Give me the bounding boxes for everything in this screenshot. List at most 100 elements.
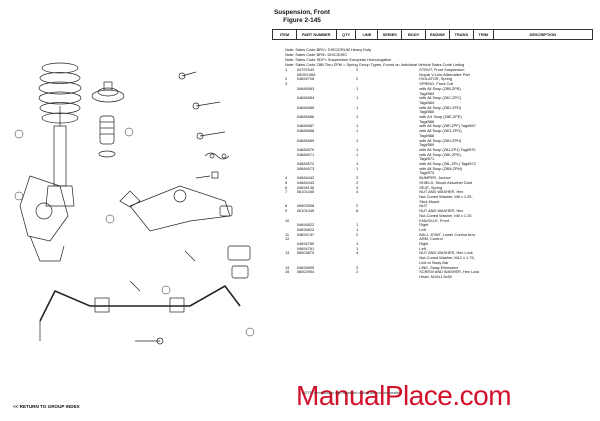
row-qty: 1 <box>356 161 359 167</box>
row-item: 5 <box>285 179 288 185</box>
row-qty: 2 <box>356 67 359 72</box>
note-line: Note: Sales Code SDP= Suspension Europea… <box>285 57 392 62</box>
table-row: Tag#573 <box>285 171 595 176</box>
col-engine: ENGINE <box>426 30 450 39</box>
row-description: Tag#569 <box>419 142 435 148</box>
row-qty: 1 <box>356 104 359 110</box>
table-row: Tag#571 <box>285 157 595 162</box>
row-description: Strut Mount <box>419 198 440 204</box>
row-description: Nut-Coned Washer, M12 x 1.75, <box>419 255 475 261</box>
row-qty: 2 <box>356 179 359 185</box>
row-description: KNUCKLE, Front <box>419 217 449 223</box>
row-description: with All Susp (Z8K,ZPK) <box>419 151 461 157</box>
row-part-number: 04684442 <box>296 175 315 181</box>
row-qty: 1 <box>356 137 359 143</box>
row-qty: 2 <box>356 231 359 237</box>
col-body: BODY <box>402 30 427 39</box>
suspension-diagram <box>14 62 255 345</box>
row-part-number: 04694822 <box>296 222 315 228</box>
row-description: with All Susp (Z8J,ZPJ) Tag#570 <box>419 146 476 152</box>
page-header: Suspension, Front Figure 2-145 <box>272 9 332 25</box>
return-to-group-index-link[interactable]: << RETURN TO GROUP INDEX <box>13 404 80 409</box>
row-description: NUT AND WASHER, Hex <box>419 208 464 214</box>
figure-number: Figure 2-145 <box>283 17 321 24</box>
row-description: Tag#566 <box>419 118 435 124</box>
row-description: Tag#564 <box>419 99 435 105</box>
bolt-group <box>129 250 196 345</box>
row-description: Link to Sway Bar <box>419 259 449 265</box>
table-row: Tag#563 <box>285 91 595 97</box>
note-line: Note: Sales Code BRV= DISC/DRUM Heavy Du… <box>285 47 372 52</box>
row-part-number: 06502954 <box>296 269 315 275</box>
row-part-number: 06503870 <box>296 250 315 256</box>
row-description: with All Susp (Z8B,ZPB) <box>419 85 461 91</box>
col-qty: QTY <box>337 30 357 39</box>
jounce-bumper <box>98 115 116 158</box>
row-item: 6 <box>285 184 288 190</box>
row-description: NUT AND WASHER, Hex <box>419 189 464 195</box>
strut-mount <box>91 81 125 103</box>
page-title: Suspension, Front <box>273 9 331 16</box>
row-part-number: 04684566 <box>296 114 315 120</box>
row-description: with All Susp (Z8F,ZPF) Tag#567 <box>419 123 476 129</box>
row-item: 13 <box>285 250 290 256</box>
row-qty: 1 <box>356 128 359 134</box>
note-line: Note: Sales Code BR9= DISC/DISC <box>285 52 348 57</box>
row-description: Tag#571 <box>419 156 435 162</box>
knuckle <box>19 175 69 262</box>
row-qty: 1 <box>356 123 359 129</box>
table-row: Tag#564 <box>285 99 595 106</box>
sales-code-notes: Note: Sales Code BRV= DISC/DRUM Heavy Du… <box>285 47 464 67</box>
note-line: Note: Sales Code Z8B Thru ZPM = Spring G… <box>285 62 465 67</box>
row-part-number: 05GE1964 <box>296 71 316 77</box>
row-description: Nut-Coned Washer, M8 x 1.25 <box>419 212 472 218</box>
row-item: 2 <box>285 76 288 82</box>
row-qty: 2 <box>356 203 359 209</box>
sway-bar <box>39 284 241 341</box>
row-qty: 1 <box>356 85 359 91</box>
col-description: DESCRIPTION <box>529 32 557 37</box>
row-qty: 2 <box>356 269 359 275</box>
row-qty: 2 <box>356 264 359 270</box>
footnote: NOTE: Items shown with a dashed outline … <box>302 391 401 395</box>
row-description: ARM, Control <box>419 236 443 242</box>
row-part-number: 04694761 <box>296 245 315 251</box>
row-qty: 1 <box>356 151 359 157</box>
row-description: BALL JOINT, Lower Control Arm <box>419 231 475 237</box>
row-description: with All Susp (Z8C,ZPC) <box>419 95 462 101</box>
row-qty: 1 <box>356 245 359 251</box>
row-description: Tag#573 <box>419 170 435 176</box>
row-item: 12 <box>285 236 290 242</box>
row-part-number: 04694805 <box>296 264 315 270</box>
table-row: 04694761 1 Left <box>285 245 595 252</box>
row-item: 9 <box>285 208 288 214</box>
table-row: Nut-Coned Washer, M8 x 1.25 <box>285 212 595 219</box>
row-description: SHIELD, Shock Absorber Dust <box>419 179 473 185</box>
row-description: ISOLATOR, Spring <box>419 76 453 82</box>
row-description: Left <box>419 245 426 251</box>
bushing <box>119 190 251 279</box>
row-part-number: 04694747 <box>296 231 315 237</box>
col-item: ITEM <box>273 30 297 39</box>
row-qty: 6 <box>356 208 359 214</box>
row-item: 11 <box>285 231 290 237</box>
row-qty: 1 <box>356 146 359 152</box>
row-item <box>285 275 297 280</box>
row-qty: 1 <box>356 226 359 232</box>
row-part-number: 04684572 <box>296 161 315 167</box>
row-description: SEAT, Spring <box>419 184 443 190</box>
